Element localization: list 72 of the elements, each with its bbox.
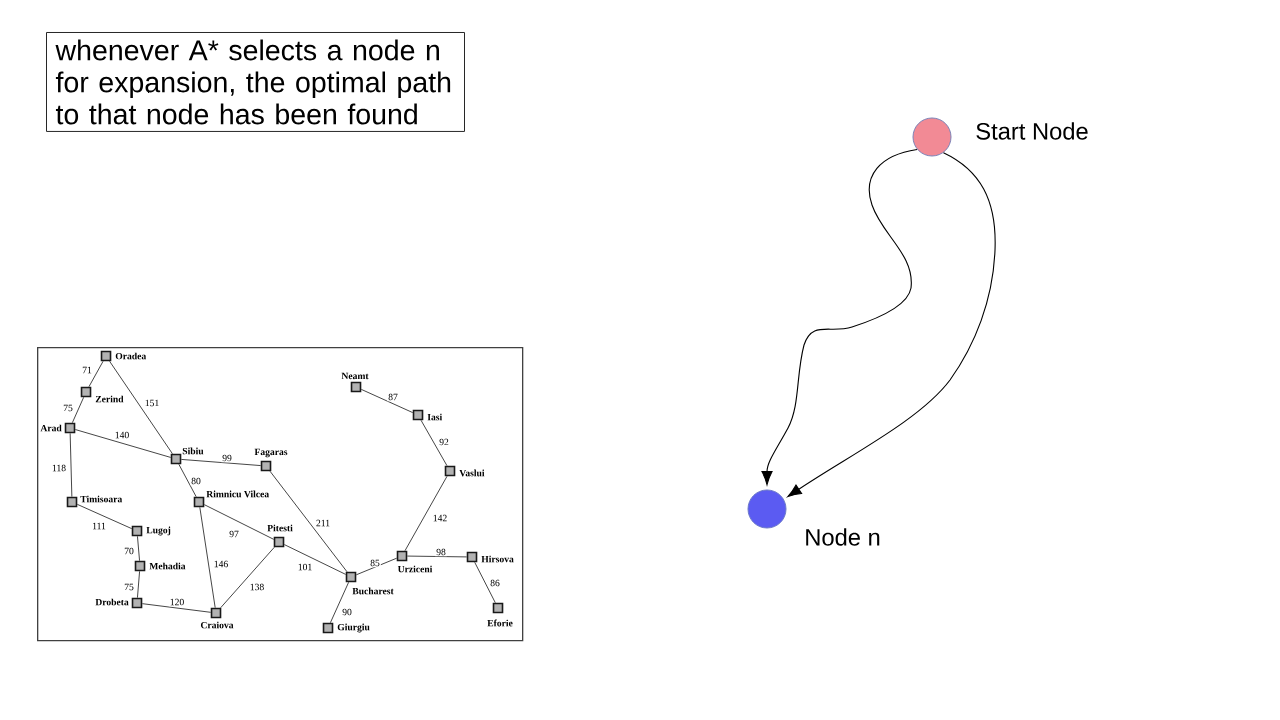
- road-line: [203, 504, 275, 540]
- road-line: [420, 419, 448, 467]
- distance-label: 70: [123, 546, 135, 556]
- distance-label: 111: [91, 521, 107, 531]
- distance-label: 90: [341, 607, 353, 617]
- distance-label: 146: [212, 559, 230, 569]
- city-label: Sibiu: [182, 447, 204, 455]
- city-label: Arad: [40, 424, 62, 432]
- road-line: [76, 503, 133, 530]
- city-label: Mehadia: [149, 562, 186, 570]
- road-line: [199, 506, 216, 609]
- path-arrow: [787, 152, 996, 498]
- distance-label: 86: [489, 578, 501, 588]
- distance-label: 97: [228, 529, 240, 539]
- city-label: Hirsova: [481, 555, 514, 563]
- road-line: [137, 570, 141, 599]
- city-label: Rimnicu Vilcea: [206, 490, 269, 498]
- road-line: [71, 396, 85, 424]
- road-line: [88, 360, 104, 388]
- road-line: [474, 561, 496, 604]
- city-label: Oradea: [115, 352, 147, 360]
- node-label: Node n: [806, 528, 880, 546]
- city-label: Bucharest: [352, 587, 394, 595]
- text-box: whenever A* selects a node n for expansion, the optimal path to that node has been found: [46, 32, 465, 132]
- road-line: [74, 429, 172, 458]
- distance-label: 75: [62, 403, 74, 413]
- distance-label: 142: [431, 513, 449, 523]
- road-line: [109, 360, 173, 455]
- road-line: [141, 603, 212, 613]
- distance-label: 98: [435, 547, 447, 557]
- city-label: Giurgiu: [337, 623, 370, 633]
- distance-label: 71: [81, 365, 93, 375]
- distance-label: 87: [387, 392, 399, 402]
- city-label: Fagaras: [254, 448, 288, 458]
- distance-label: 75: [123, 582, 135, 592]
- city-label: Neamt: [341, 372, 369, 380]
- road-line: [283, 544, 347, 575]
- path-arrow: [761, 148, 918, 486]
- distance-label: 101: [296, 562, 314, 572]
- distance-label: 211: [315, 518, 332, 528]
- city-label: Pitesti: [267, 524, 293, 532]
- road-line: [406, 555, 468, 558]
- city-label: Eforie: [487, 619, 513, 627]
- city-label: Lugoj: [146, 526, 171, 536]
- city-label: Iasi: [427, 413, 443, 421]
- city-label: Urziceni: [397, 565, 433, 573]
- city-label: Drobeta: [95, 598, 129, 606]
- distance-label: 118: [51, 463, 68, 473]
- distance-label: 120: [168, 597, 186, 607]
- distance-label: 138: [248, 582, 266, 592]
- map-frame: [37, 347, 524, 642]
- city-label: Timisoara: [80, 495, 123, 503]
- distance-label: 151: [143, 398, 161, 408]
- node-label: Start Node: [976, 122, 1088, 140]
- road-line: [137, 535, 140, 562]
- road-line: [69, 432, 73, 498]
- city-label: Craiova: [200, 621, 234, 629]
- road-line: [329, 581, 350, 624]
- road-line: [404, 475, 448, 552]
- distance-label: 80: [190, 476, 202, 486]
- distance-label: 140: [113, 430, 131, 440]
- road-line: [178, 463, 197, 498]
- road-line: [269, 470, 348, 573]
- city-label: Vaslui: [459, 469, 485, 477]
- distance-label: 92: [438, 437, 450, 447]
- road-line: [355, 557, 398, 576]
- road-line: [220, 546, 275, 609]
- road-line: [360, 388, 414, 414]
- city-label: Zerind: [95, 395, 124, 403]
- distance-label: 85: [369, 558, 381, 568]
- road-line: [180, 458, 262, 467]
- distance-label: 99: [221, 453, 233, 463]
